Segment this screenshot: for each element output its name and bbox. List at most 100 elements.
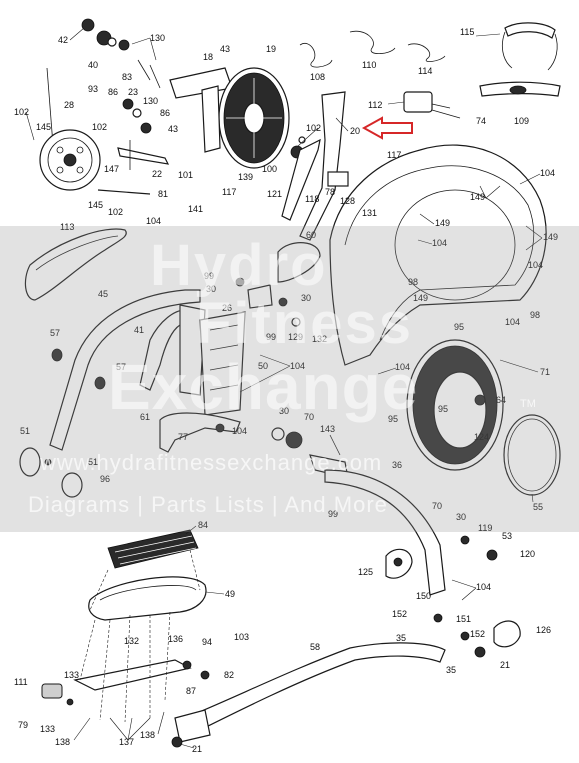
- callout-141: 141: [188, 204, 203, 214]
- callout-149: 149: [470, 192, 485, 202]
- callout-28: 28: [64, 100, 74, 110]
- callout-53: 53: [502, 531, 512, 541]
- callout-102: 102: [14, 107, 29, 117]
- callout-41: 41: [134, 325, 144, 335]
- callout-151: 151: [456, 614, 471, 624]
- callout-119: 119: [478, 523, 492, 533]
- callout-55: 55: [533, 502, 543, 512]
- pedal-arm-77: [159, 412, 241, 453]
- right-shroud-74: [329, 144, 547, 366]
- pedal-base-plate: [73, 659, 192, 691]
- callout-128: 128: [340, 196, 355, 206]
- callout-57: 57: [116, 362, 126, 372]
- callout-121: 121: [267, 189, 282, 199]
- callout-70: 70: [432, 501, 442, 511]
- callout-130: 130: [150, 33, 165, 43]
- callout-30: 30: [301, 293, 311, 303]
- callout-70: 70: [304, 412, 314, 422]
- callout-86: 86: [108, 87, 118, 97]
- callout-71: 71: [540, 367, 550, 377]
- cable-110: [349, 30, 396, 55]
- callout-30: 30: [279, 406, 289, 416]
- callout-139: 139: [238, 172, 253, 182]
- callout-124: 124: [474, 432, 489, 442]
- heart-rate-strap-109: [479, 81, 561, 97]
- callout-87: 87: [186, 686, 196, 696]
- callout-117: 117: [387, 150, 401, 160]
- callout-129: 129: [288, 332, 303, 342]
- callout-104: 104: [146, 216, 161, 226]
- callout-131: 131: [362, 208, 377, 218]
- callout-99: 99: [266, 332, 276, 342]
- callout-100: 100: [262, 164, 277, 174]
- callout-79: 79: [18, 720, 28, 730]
- axle-bearings: [81, 18, 161, 134]
- pedal-link-58: [174, 642, 446, 743]
- red-callout-arrow: [361, 116, 413, 140]
- callout-51: 51: [20, 426, 30, 436]
- callout-108: 108: [310, 72, 325, 82]
- callout-126: 126: [536, 625, 551, 635]
- leader-lines: [25, 27, 543, 749]
- callout-104: 104: [232, 426, 247, 436]
- callout-118: 118: [305, 194, 319, 204]
- callout-132: 132: [312, 334, 327, 344]
- callout-57: 57: [50, 328, 60, 338]
- callout-152: 152: [470, 629, 485, 639]
- callout-23: 23: [128, 87, 138, 97]
- callout-84: 84: [198, 520, 208, 530]
- callout-147: 147: [104, 164, 119, 174]
- callout-145: 145: [36, 122, 51, 132]
- callout-19: 19: [266, 44, 276, 54]
- callout-112: 112: [368, 100, 382, 110]
- callout-104: 104: [528, 260, 543, 270]
- callout-21: 21: [500, 660, 510, 670]
- callout-74: 74: [476, 116, 486, 126]
- callout-149: 149: [413, 293, 428, 303]
- hardware-small-parts: [41, 535, 498, 748]
- callout-35: 35: [446, 665, 456, 675]
- callout-50: 50: [258, 361, 268, 371]
- callout-111: 111: [14, 677, 28, 687]
- callout-51: 51: [88, 457, 98, 467]
- upper-arm-45: [49, 289, 201, 451]
- idler-arm-22: [117, 140, 170, 170]
- power-adapter-112: [403, 91, 461, 119]
- callout-40: 40: [88, 60, 98, 70]
- callout-30: 30: [456, 512, 466, 522]
- wheels-51: [19, 447, 83, 498]
- callout-113: 113: [60, 222, 74, 232]
- callout-102: 102: [306, 123, 321, 133]
- cable-114: [407, 43, 446, 62]
- callout-132: 132: [124, 636, 139, 646]
- cover-disc-55: [503, 414, 561, 496]
- drive-belt-113: [24, 228, 127, 301]
- callout-64: 64: [496, 395, 506, 405]
- link-26: [235, 277, 301, 327]
- callout-137: 137: [119, 737, 134, 747]
- callout-152: 152: [392, 609, 407, 619]
- callout-149: 149: [435, 218, 450, 228]
- callout-145: 145: [88, 200, 103, 210]
- pedal-49: [88, 576, 207, 621]
- callout-103: 103: [234, 632, 249, 642]
- axle-18: [169, 67, 233, 99]
- callout-117: 117: [222, 187, 236, 197]
- callout-61: 61: [140, 412, 150, 422]
- flywheel-pulley-28: [39, 129, 101, 191]
- callout-96: 96: [100, 474, 110, 484]
- callout-138: 138: [140, 730, 155, 740]
- pivot-plates: [385, 548, 521, 648]
- callout-138: 138: [55, 737, 70, 747]
- pivot-bracket-60: [277, 242, 321, 283]
- pedal-pad-84: [107, 529, 199, 569]
- callout-77: 77: [178, 432, 188, 442]
- callout-49: 49: [225, 589, 235, 599]
- callout-42: 42: [58, 35, 68, 45]
- callout-45: 45: [98, 289, 108, 299]
- callout-104: 104: [395, 362, 410, 372]
- callout-83: 83: [122, 72, 132, 82]
- callout-30: 30: [206, 284, 216, 294]
- callout-104: 104: [505, 317, 520, 327]
